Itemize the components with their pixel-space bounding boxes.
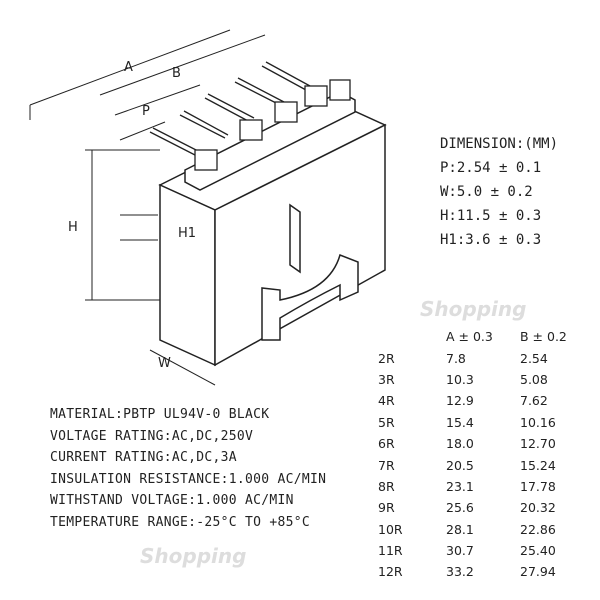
label-p: P	[142, 104, 150, 119]
spec-current: CURRENT RATING:AC,DC,3A	[50, 450, 237, 465]
table-cell: 7R	[378, 457, 395, 473]
table-cell: 11R	[378, 543, 403, 559]
watermark: Shopping	[420, 297, 527, 321]
dimension-h1: H1:3.6 ± 0.3	[440, 232, 542, 248]
table-cell: 25.6	[446, 500, 474, 516]
table-cell: 12R	[378, 564, 403, 580]
spec-material: MATERIAL:PBTP UL94V-0 BLACK	[50, 407, 270, 422]
table-row: 9R 25.6 20.32	[378, 497, 590, 518]
table-cell: 4R	[378, 393, 395, 409]
spec-insulation: INSULATION RESISTANCE:1.000 AC/MIN	[50, 471, 327, 487]
table-row: 3R 10.3 5.08	[378, 369, 590, 390]
table-cell: 6R	[378, 436, 395, 452]
table-header: A ± 0.3 B ± 0.2	[378, 326, 590, 347]
specifications: MATERIAL:PBTP UL94V-0 BLACK VOLTAGE RATI…	[50, 404, 326, 533]
pin-block	[274, 101, 298, 123]
spec-temperature: TEMPERATURE RANGE:-25°C TO +85°C	[50, 514, 311, 530]
pin	[149, 127, 201, 156]
table-cell: 18.0	[446, 436, 474, 452]
table-cell: 28.1	[446, 521, 474, 537]
table-cell: 15.24	[520, 457, 556, 473]
table-cell: 27.94	[520, 564, 556, 580]
table-cell: 8R	[378, 478, 395, 494]
table-cell: 20.5	[446, 457, 474, 473]
table-cell: 10.3	[446, 371, 474, 387]
pin-block	[304, 85, 328, 107]
table-cell: 25.40	[520, 543, 556, 559]
header-cell	[378, 326, 446, 347]
table-cell: 22.86	[520, 521, 556, 537]
header-cell: A ± 0.3	[446, 329, 493, 345]
label-b: B	[172, 66, 181, 81]
label-a: A	[124, 60, 133, 75]
table-cell: 12.70	[520, 436, 556, 452]
table-row: 10R 28.1 22.86	[378, 519, 590, 540]
table-cell: 7.8	[446, 350, 466, 366]
table-row: 4R 12.9 7.62	[378, 390, 590, 411]
table-cell: 3R	[378, 371, 395, 387]
spec-voltage: VOLTAGE RATING:AC,DC,250V	[50, 428, 254, 444]
label-w: W	[158, 356, 171, 371]
table-cell: 10.16	[520, 414, 556, 430]
table-cell: 9R	[378, 500, 395, 516]
latch	[261, 254, 359, 341]
dimension-block: DIMENSION:(MM) P:2.54 ± 0.1 W:5.0 ± 0.2 …	[440, 132, 558, 252]
spec-withstand: WITHSTAND VOLTAGE:1.000 AC/MIN	[50, 493, 294, 508]
table-cell: 23.1	[446, 478, 474, 494]
header-cell: B ± 0.2	[520, 329, 567, 345]
table-cell: 7.62	[520, 393, 548, 409]
pin	[234, 77, 285, 106]
table-cell: 30.7	[446, 543, 474, 559]
pin-block	[194, 149, 218, 171]
pins	[149, 61, 351, 171]
table-row: 7R 20.5 15.24	[378, 454, 590, 475]
dimension-w: W:5.0 ± 0.2	[440, 184, 533, 200]
table-cell: 17.78	[520, 478, 556, 494]
dimension-lines	[29, 29, 266, 386]
table-cell: 2.54	[520, 350, 548, 366]
watermark: Shopping	[140, 544, 247, 568]
pin	[261, 61, 311, 91]
dimension-p: P:2.54 ± 0.1	[440, 160, 542, 176]
table-row: 8R 23.1 17.78	[378, 476, 590, 497]
body-left-face	[159, 183, 216, 367]
table-cell: 5R	[378, 414, 395, 430]
label-h1: H1	[178, 226, 197, 241]
table-row: 12R 33.2 27.94	[378, 561, 590, 582]
table-row: 2R 7.8 2.54	[378, 347, 590, 368]
pin-block	[239, 119, 263, 141]
table-row: 5R 15.4 10.16	[378, 412, 590, 433]
dimension-h: H:11.5 ± 0.3	[440, 208, 542, 224]
table-cell: 33.2	[446, 564, 474, 580]
table-cell: 15.4	[446, 414, 474, 430]
table-cell: 2R	[378, 350, 395, 366]
pin-slot	[289, 203, 301, 274]
size-table: A ± 0.3 B ± 0.2 2R 7.8 2.54 3R 10.3 5.08 4R 12.…	[378, 326, 590, 583]
dimension-title: DIMENSION:(MM)	[440, 136, 559, 152]
label-h: H	[68, 220, 78, 235]
pin	[204, 93, 255, 123]
table-row: 11R 30.7 25.40	[378, 540, 590, 561]
table-row: 6R 18.0 12.70	[378, 433, 590, 454]
table-cell: 5.08	[520, 371, 548, 387]
table-cell: 12.9	[446, 393, 474, 409]
table-cell: 10R	[378, 521, 403, 537]
table-cell: 20.32	[520, 500, 556, 516]
pin-block	[329, 79, 351, 101]
pin	[179, 110, 229, 139]
